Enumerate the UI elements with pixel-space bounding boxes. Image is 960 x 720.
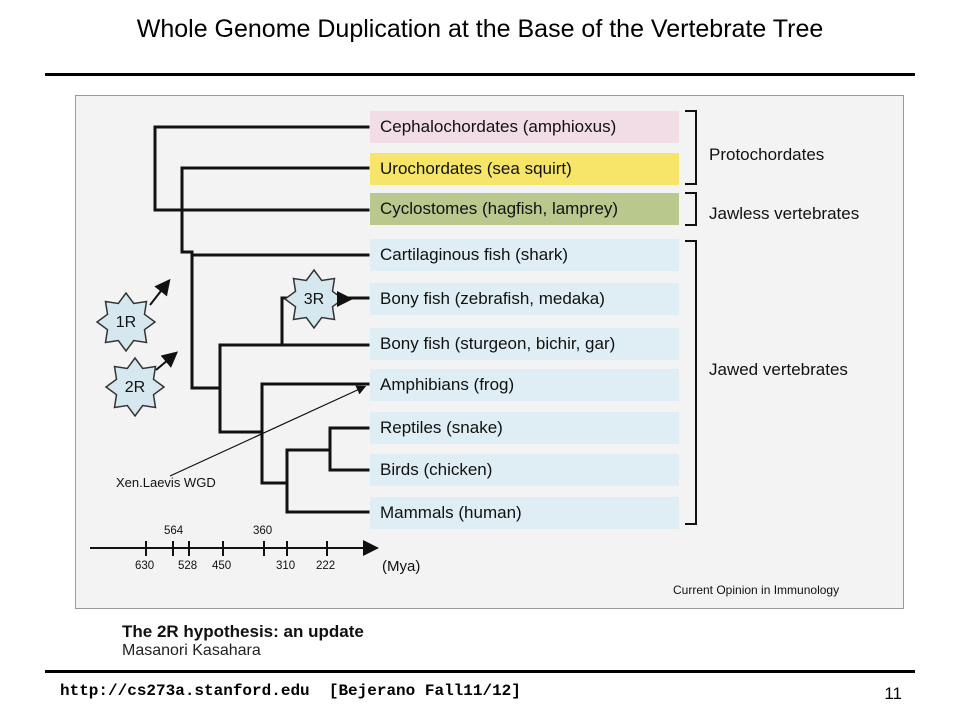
taxon-bony-fish-basal: Bony fish (sturgeon, bichir, gar): [370, 328, 679, 360]
duplication-label-3r: 3R: [303, 291, 325, 308]
tick-label-528: 528: [178, 560, 198, 572]
top-rule: [45, 73, 915, 76]
star-1r: [95, 291, 157, 353]
taxon-birds: Birds (chicken): [370, 454, 679, 486]
phylogeny-figure: Cephalochordates (amphioxus) Urochordate…: [75, 95, 904, 609]
bracket-protochordates: [685, 110, 697, 185]
bracket-jawless: [685, 192, 697, 226]
taxon-reptiles: Reptiles (snake): [370, 412, 679, 444]
time-unit-label: (Mya): [382, 558, 421, 575]
tick-label-222: 222: [316, 560, 336, 572]
group-jawed-vertebrates: Jawed vertebrates: [709, 360, 848, 379]
tick-label-630: 630: [135, 560, 155, 572]
taxon-cyclostomes: Cyclostomes (hagfish, lamprey): [370, 193, 679, 225]
figure-credit: Current Opinion in Immunology: [673, 583, 840, 597]
taxon-cephalochordates: Cephalochordates (amphioxus): [370, 111, 679, 143]
taxon-urochordates: Urochordates (sea squirt): [370, 153, 679, 185]
arrow-xen-laevis: [169, 385, 367, 477]
group-jawless-vertebrates: Jawless vertebrates: [709, 204, 860, 223]
source-title: The 2R hypothesis: an update: [122, 622, 364, 641]
tick-label-450: 450: [212, 560, 232, 572]
arrow-2r: [155, 351, 179, 371]
tick-label-310: 310: [276, 560, 296, 572]
group-protochordates: Protochordates: [709, 145, 825, 164]
page-number: 11: [884, 684, 902, 703]
bracket-jawed: [685, 240, 697, 525]
bottom-rule: [45, 670, 915, 673]
source-author: Masanori Kasahara: [122, 642, 261, 659]
taxon-mammals: Mammals (human): [370, 497, 679, 529]
duplication-label-1r: 1R: [115, 314, 137, 331]
taxon-bony-fish-teleost: Bony fish (zebrafish, medaka): [370, 283, 679, 315]
taxon-amphibians: Amphibians (frog): [370, 369, 679, 401]
tick-label-564: 564: [164, 525, 184, 537]
star-2r: [104, 356, 166, 418]
arrow-1r: [149, 278, 171, 306]
slide-title: Whole Genome Duplication at the Base of …: [136, 15, 824, 43]
duplication-label-2r: 2R: [124, 379, 146, 396]
xen-laevis-annotation: Xen.Laevis WGD: [116, 475, 216, 490]
star-3r: [283, 268, 345, 330]
tick-label-360: 360: [253, 525, 273, 537]
footer-url: http://cs273a.stanford.edu [Bejerano Fal…: [60, 682, 521, 700]
taxon-cartilaginous-fish: Cartilaginous fish (shark): [370, 239, 679, 271]
